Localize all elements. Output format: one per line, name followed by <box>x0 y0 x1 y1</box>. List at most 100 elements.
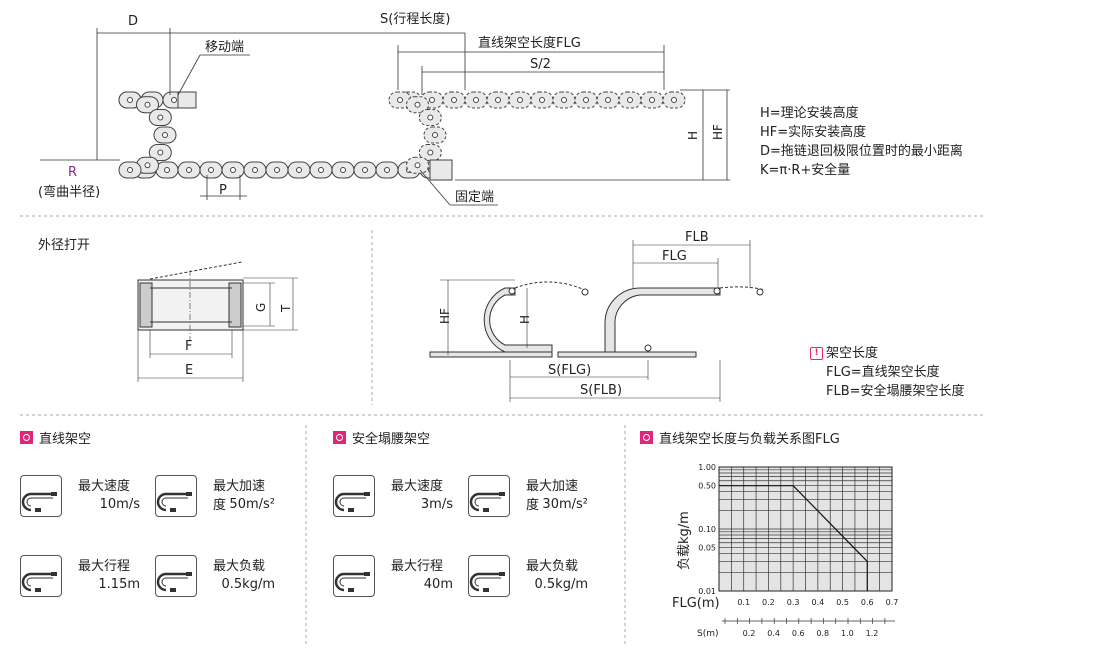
chain-link <box>508 91 532 109</box>
spec-label: 最大速度 <box>78 479 131 494</box>
note-title: 架空长度 <box>826 346 879 361</box>
chain-link <box>155 161 179 179</box>
dim-S: S(行程长度) <box>380 11 450 27</box>
s-tick-label: 1.0 <box>841 629 854 638</box>
chain-link <box>265 161 289 179</box>
chain-link <box>530 91 554 109</box>
chart-secondary-label: S(m) <box>697 629 719 639</box>
x-tick-label: 0.6 <box>861 598 874 607</box>
chart-ylabel: 负载kg/m <box>677 511 692 570</box>
travel-icon <box>333 555 375 597</box>
chain-link <box>662 91 686 109</box>
dim-E: E <box>185 363 193 378</box>
section-title-text: 直线架空 <box>39 432 92 447</box>
circle-bullet-icon <box>333 431 346 444</box>
circle-bullet-icon <box>640 431 653 444</box>
circle-bullet-icon <box>20 431 33 444</box>
chain-link <box>640 91 664 109</box>
dim-HF-support: HF <box>438 308 452 324</box>
spec-load: 最大负载 0.5kg/m <box>155 555 275 605</box>
s-tick-label: 0.8 <box>816 629 829 638</box>
s-tick-label: 0.6 <box>792 629 805 638</box>
spec-label: 最大负载 <box>213 559 266 574</box>
spec-value: 1.15m <box>98 577 140 592</box>
height-legend: H=理论安装高度 HF=实际安装高度 D=拖链退回极限位置时的最小距离 K=π·… <box>760 104 963 180</box>
section-title-text: 安全塌腰架空 <box>352 432 431 447</box>
dim-S2: S/2 <box>530 57 551 72</box>
chain-link <box>375 161 399 179</box>
spec-value: 50m/s² <box>229 497 275 512</box>
chain-link <box>148 109 172 126</box>
legend-item: D=拖链退回极限位置时的最小距离 <box>760 144 963 159</box>
moving-end-label: 移动端 <box>205 40 244 55</box>
legend-item: HF=实际安装高度 <box>760 125 867 140</box>
speed-icon <box>20 475 62 517</box>
y-tick-label: 0.05 <box>698 544 716 553</box>
chain-link <box>418 144 442 161</box>
dim-R: R <box>68 165 77 180</box>
section-title-straight: 直线架空 <box>20 428 91 447</box>
dim-D: D <box>128 14 138 29</box>
x-tick-label: 0.2 <box>762 598 775 607</box>
chain-link <box>118 161 142 179</box>
spec-value: 0.5kg/m <box>221 577 276 592</box>
chain-link <box>177 161 201 179</box>
chain-link <box>309 161 333 179</box>
spec-label: 最大行程 <box>391 559 444 574</box>
dim-S-FLB: S(FLB) <box>580 383 622 398</box>
dim-T: T <box>279 304 293 313</box>
legend-item: K=π·R+安全量 <box>760 163 851 178</box>
chain-link <box>618 91 642 109</box>
dim-H-support: H <box>518 315 532 324</box>
spec-label: 最大加速度 <box>213 479 266 513</box>
s-tick-label: 0.2 <box>743 629 756 638</box>
dim-FLG-support: FLG <box>662 249 687 264</box>
dim-P: P <box>219 183 227 198</box>
chain-link <box>136 96 159 114</box>
chain-link <box>596 91 620 109</box>
spec-label: 最大负载 <box>526 559 579 574</box>
chart-xlabel: FLG(m) <box>672 596 720 611</box>
bend-radius-label: (弯曲半径) <box>38 184 100 200</box>
dim-FLB: FLB <box>685 230 709 245</box>
legend-item: H=理论安装高度 <box>760 106 859 121</box>
chain-link <box>153 126 177 144</box>
chain-link <box>418 109 442 126</box>
section-title-sagging: 安全塌腰架空 <box>333 428 430 447</box>
y-tick-label: 0.50 <box>698 482 716 491</box>
unsupported-note: !架空长度 FLG=直线架空长度 FLB=安全塌腰架空长度 <box>810 344 965 401</box>
spec-value: 3m/s <box>420 497 453 512</box>
chain-link <box>406 156 429 174</box>
section-title-chart: 直线架空长度与负载关系图FLG <box>640 428 840 447</box>
x-tick-label: 0.7 <box>886 598 899 607</box>
chain-link <box>353 161 377 179</box>
spec-value: 30m/s² <box>542 497 588 512</box>
chain-link <box>199 161 223 179</box>
dim-HF: HF <box>711 124 725 140</box>
x-tick-label: 0.5 <box>836 598 849 607</box>
series-line <box>719 485 868 591</box>
fixed-end-label: 固定端 <box>455 190 494 205</box>
note-line: FLB=安全塌腰架空长度 <box>826 384 965 399</box>
spec-label: 最大加速度 <box>526 479 579 513</box>
note-line: FLG=直线架空长度 <box>826 365 940 380</box>
dimension-lines <box>40 28 730 206</box>
chain-link <box>406 96 429 114</box>
x-tick-label: 0.4 <box>811 598 824 607</box>
acceleration-icon <box>155 475 197 517</box>
dim-G: G <box>254 303 268 312</box>
chain-drawing <box>118 91 686 181</box>
chain-link <box>287 161 311 179</box>
y-tick-label: 0.01 <box>698 587 716 596</box>
chart-title: 直线架空长度与负载关系图FLG <box>659 432 840 447</box>
dim-FLG: 直线架空长度FLG <box>478 35 581 51</box>
warning-icon: ! <box>810 347 823 360</box>
